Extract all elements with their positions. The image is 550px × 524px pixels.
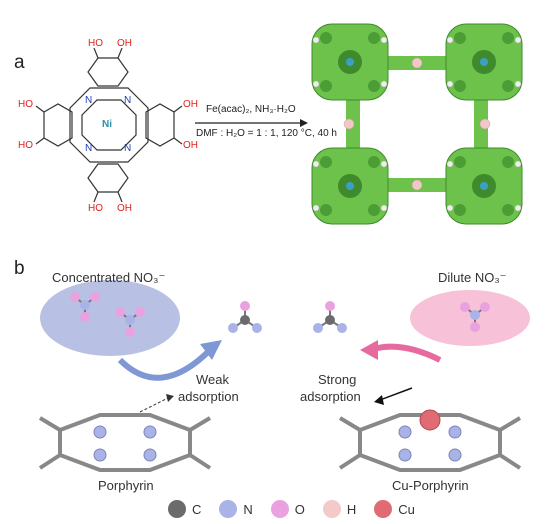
n-label-3: N bbox=[85, 143, 93, 154]
oh-label-bottom-right: OH bbox=[117, 203, 132, 214]
hydrogen-atom-icon bbox=[322, 500, 341, 518]
concentrated-label: Concentrated NO₃⁻ bbox=[52, 270, 166, 285]
oh-label-top-right: OH bbox=[117, 38, 132, 49]
legend-item-c: C bbox=[168, 500, 201, 518]
legend-item-cu: Cu bbox=[374, 500, 415, 518]
n-label-1: N bbox=[85, 95, 93, 106]
nitrogen-atom-icon bbox=[219, 500, 238, 518]
panel-b-letter: b bbox=[14, 258, 25, 279]
oh-label-right-bottom: OH bbox=[183, 140, 198, 151]
nitrate-molecules bbox=[70, 292, 490, 337]
oxygen-atom-icon bbox=[270, 500, 289, 518]
oh-label-left-top: HO bbox=[18, 99, 33, 110]
legend-item-n: N bbox=[219, 500, 253, 518]
n-label-4: N bbox=[124, 143, 132, 154]
left-curved-arrow bbox=[117, 347, 213, 381]
porphyrin-right bbox=[338, 413, 522, 472]
n-label-2: N bbox=[124, 95, 132, 106]
legend-item-h: H bbox=[322, 500, 356, 518]
cu-atom bbox=[419, 409, 441, 431]
concentrated-cloud bbox=[40, 280, 180, 356]
reaction-conditions-line1: Fe(acac)₂, NH₃·H₂O bbox=[206, 104, 296, 115]
dilute-cloud bbox=[410, 290, 530, 346]
porphyrin-label: Porphyrin bbox=[98, 478, 154, 493]
porphyrin-left bbox=[38, 413, 212, 472]
strong-adsorption-label: adsorption bbox=[300, 389, 361, 404]
oh-label-left-bottom: HO bbox=[18, 140, 33, 151]
reaction-conditions-line2: DMF : H₂O = 1 : 1, 120 °C, 40 h bbox=[196, 128, 337, 139]
panel-a-letter: a bbox=[14, 52, 25, 73]
right-curved-arrow bbox=[369, 343, 442, 363]
legend-item-o: O bbox=[270, 500, 305, 518]
strong-label: Strong bbox=[318, 372, 357, 387]
weak-adsorption-label: adsorption bbox=[178, 389, 239, 404]
copper-atom-icon bbox=[374, 500, 393, 518]
dilute-label: Dilute NO₃⁻ bbox=[438, 270, 507, 285]
oh-label-top-left: HO bbox=[88, 38, 103, 49]
cu-porphyrin-label: Cu-Porphyrin bbox=[392, 478, 469, 493]
oh-label-right-top: OH bbox=[183, 99, 198, 110]
oh-label-bottom-left: HO bbox=[88, 203, 103, 214]
legend: C N O H Cu bbox=[168, 500, 415, 518]
carbon-atom-icon bbox=[168, 500, 186, 518]
center-atom-label: Ni bbox=[102, 119, 112, 130]
weak-label: Weak bbox=[196, 372, 229, 387]
